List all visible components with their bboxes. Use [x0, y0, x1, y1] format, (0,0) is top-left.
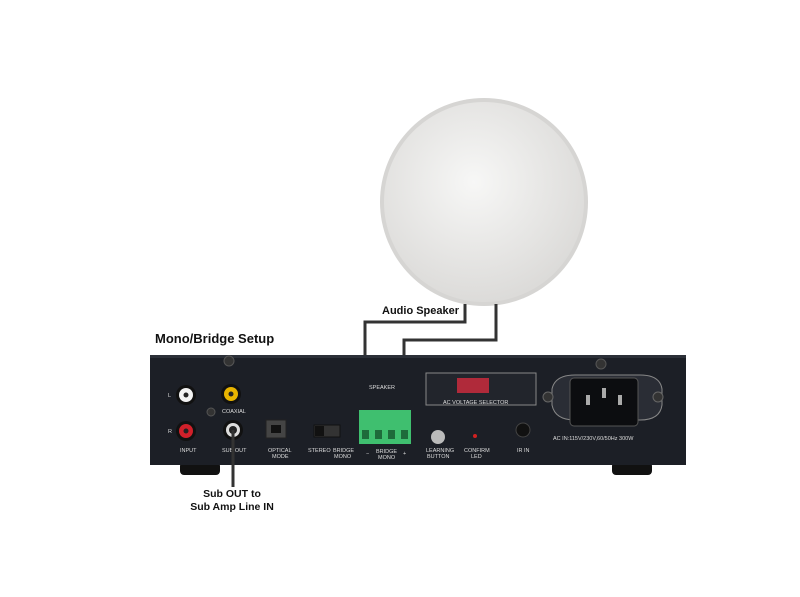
panel-label-terminal-bridge-2: MONO: [378, 455, 396, 461]
foot-right: [612, 462, 652, 475]
panel-label-coaxial: COAXIAL: [222, 409, 246, 415]
ceiling-speaker: [380, 98, 588, 306]
confirm-led: [473, 434, 477, 438]
panel-label-speaker: SPEAKER: [369, 385, 395, 391]
panel-label-ac-in: AC IN:115V/230V,60/50Hz 300W: [553, 436, 634, 442]
panel-label-plus: +: [403, 451, 406, 457]
panel-label-l: L: [168, 393, 171, 399]
panel-label-stereo: STEREO: [308, 448, 331, 454]
panel-label-input: INPUT: [180, 448, 197, 454]
panel-label-minus: −: [366, 451, 369, 457]
panel-label-learning-1: LEARNING: [426, 448, 454, 454]
panel-label-optical-1: OPTICAL: [268, 448, 292, 454]
panel-label-terminal-bridge-1: BRIDGE: [376, 449, 397, 455]
voltage-selector-switch: [457, 378, 489, 393]
foot-left: [180, 462, 220, 475]
panel-label-confirm-1: CONFIRM: [464, 448, 490, 454]
panel-label-ir-in: IR IN: [517, 448, 530, 454]
sub-note-line-2: Sub Amp Line IN: [190, 501, 274, 513]
panel-label-confirm-2: LED: [471, 454, 482, 460]
ir-in-jack: [515, 422, 531, 438]
panel-label-bridge-2: MONO: [334, 454, 352, 460]
diagram-title: Mono/Bridge Setup: [155, 331, 274, 346]
panel-label-optical-2: MODE: [272, 454, 289, 460]
panel-label-voltage-selector: AC VOLTAGE SELECTOR: [443, 400, 508, 406]
amplifier-rear-panel: L R INPUT COAXIAL SUB OUT OPTICAL MODE S…: [150, 355, 686, 465]
panel-label-learning-2: BUTTON: [427, 454, 450, 460]
speaker-label: Audio Speaker: [382, 305, 460, 317]
panel-label-sub-out: SUB OUT: [222, 448, 247, 454]
ac-power-inlet: [569, 377, 639, 427]
panel-label-bridge-1: BRIDGE: [333, 448, 354, 454]
panel-label-r: R: [168, 429, 172, 435]
learning-button: [431, 430, 445, 444]
sub-note-line-1: Sub OUT to: [203, 488, 261, 500]
